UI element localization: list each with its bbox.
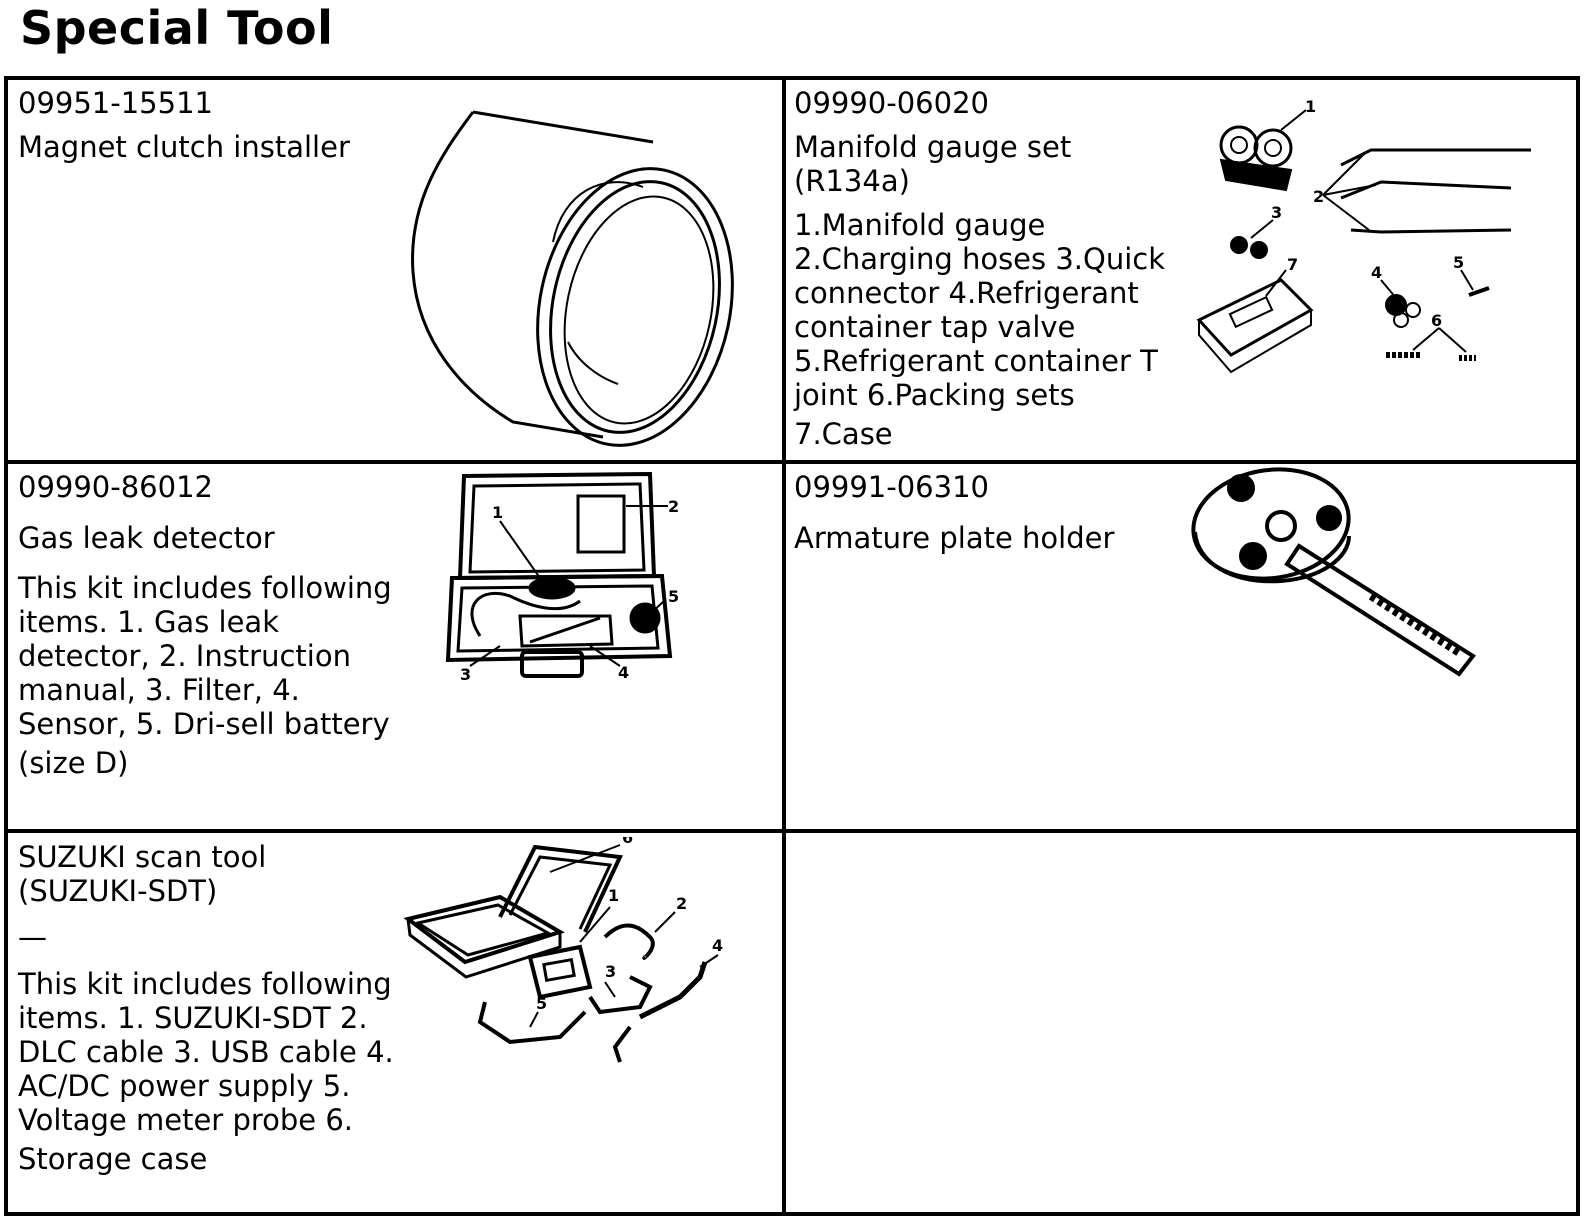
part-number: 09990-06020 bbox=[794, 86, 989, 120]
description-line: connector 4.Refrigerant bbox=[794, 276, 1139, 310]
tool-name-line: (R134a) bbox=[794, 164, 910, 198]
leak-detector-case-icon: 1 2 3 4 5 bbox=[445, 471, 679, 684]
manifold-gauge-kit-icon: 1 2 3 4 5 6 7 bbox=[1196, 100, 1531, 374]
callout-label: 2 bbox=[1313, 187, 1324, 206]
tool-cell-manifold-gauge-set: 09990-06020 Manifold gauge set (R134a) 1… bbox=[786, 80, 1576, 460]
description-line: 5.Refrigerant container T bbox=[794, 344, 1158, 378]
callout-label: 6 bbox=[622, 837, 633, 847]
scan-tool-kit-icon: 1 2 3 4 5 6 bbox=[403, 837, 723, 1063]
row-divider bbox=[8, 829, 1576, 833]
description-line: Sensor, 5. Dri-sell battery bbox=[18, 707, 390, 741]
tool-name-line: Manifold gauge set bbox=[794, 130, 1072, 164]
callout-label: 4 bbox=[712, 936, 723, 955]
description-line: items. 1. SUZUKI-SDT 2. bbox=[18, 1001, 368, 1035]
cylindrical-sleeve-icon bbox=[411, 110, 734, 447]
callout-label: 1 bbox=[608, 886, 619, 905]
description-line: manual, 3. Filter, 4. bbox=[18, 673, 300, 707]
row-divider bbox=[8, 460, 1576, 464]
callout-label: 3 bbox=[460, 665, 471, 684]
callout-label: 1 bbox=[1305, 100, 1316, 116]
callout-label: 7 bbox=[1287, 255, 1298, 274]
callout-label: 4 bbox=[618, 663, 629, 682]
description-line: detector, 2. Instruction bbox=[18, 639, 351, 673]
column-divider bbox=[782, 80, 786, 1212]
callout-label: 5 bbox=[1453, 253, 1464, 272]
page-title: Special Tool bbox=[20, 1, 334, 55]
description-line: AC/DC power supply 5. bbox=[18, 1069, 351, 1103]
tool-name: Magnet clutch installer bbox=[18, 130, 350, 164]
part-number-dash: — bbox=[18, 920, 47, 954]
description-line: 7.Case bbox=[794, 417, 893, 451]
callout-label: 5 bbox=[536, 994, 547, 1013]
callout-label: 5 bbox=[668, 587, 679, 606]
description-line: 1.Manifold gauge bbox=[794, 208, 1046, 242]
special-tool-table: 09951-15511 Magnet clutch installer 0999… bbox=[4, 76, 1580, 1216]
tool-cell-magnet-clutch-installer: 09951-15511 Magnet clutch installer bbox=[8, 80, 782, 460]
description-line: This kit includes following bbox=[18, 571, 392, 605]
description-line: Voltage meter probe 6. bbox=[18, 1103, 354, 1137]
callout-label: 3 bbox=[605, 962, 616, 981]
tool-cell-gas-leak-detector: 09990-86012 Gas leak detector This kit i… bbox=[8, 464, 782, 829]
description-line: items. 1. Gas leak bbox=[18, 605, 279, 639]
tool-name: Armature plate holder bbox=[794, 521, 1115, 555]
description-line: This kit includes following bbox=[18, 967, 392, 1001]
tool-name-line: (SUZUKI-SDT) bbox=[18, 874, 218, 908]
description-line: container tap valve bbox=[794, 310, 1076, 344]
callout-label: 2 bbox=[676, 894, 687, 913]
callout-label: 4 bbox=[1371, 263, 1382, 282]
plate-holder-tool-icon bbox=[1191, 467, 1476, 677]
description-line: DLC cable 3. USB cable 4. bbox=[18, 1035, 394, 1069]
description-line: joint 6.Packing sets bbox=[794, 378, 1075, 412]
description-line: (size D) bbox=[18, 746, 129, 780]
callout-label: 1 bbox=[492, 503, 503, 522]
tool-name: Gas leak detector bbox=[18, 521, 275, 555]
description-line: Storage case bbox=[18, 1142, 208, 1176]
tool-cell-suzuki-scan-tool: SUZUKI scan tool (SUZUKI-SDT) — This kit… bbox=[8, 833, 782, 1212]
tool-name-line: SUZUKI scan tool bbox=[18, 840, 267, 874]
tool-cell-armature-plate-holder: 09991-06310 Armature plate holder bbox=[786, 464, 1576, 829]
empty-cell bbox=[786, 833, 1576, 1212]
callout-label: 3 bbox=[1271, 203, 1282, 222]
callout-label: 6 bbox=[1431, 311, 1442, 330]
callout-label: 2 bbox=[668, 497, 679, 516]
part-number: 09990-86012 bbox=[18, 470, 213, 504]
part-number: 09951-15511 bbox=[18, 86, 213, 120]
description-line: 2.Charging hoses 3.Quick bbox=[794, 242, 1166, 276]
part-number: 09991-06310 bbox=[794, 470, 989, 504]
